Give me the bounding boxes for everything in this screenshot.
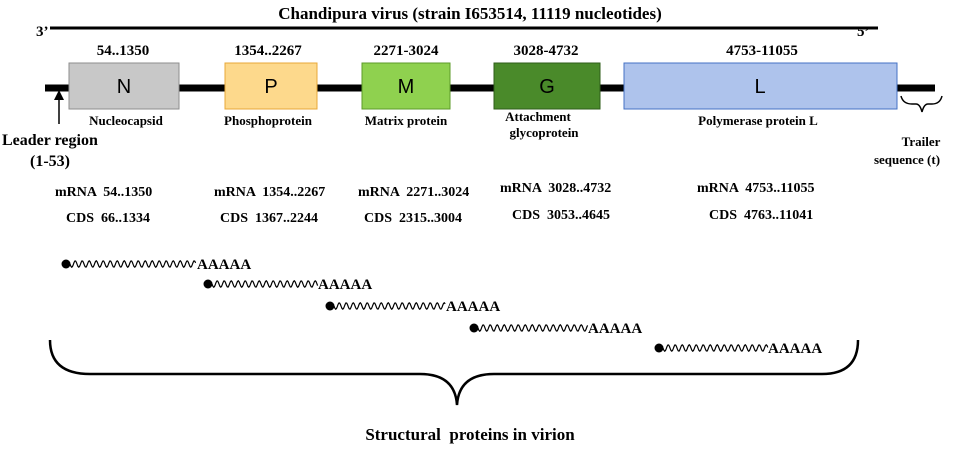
five-prime-end-label: 5’	[857, 24, 870, 40]
polya-tail: AAAAA	[768, 341, 822, 357]
transcript-g: AAAAA	[469, 321, 642, 337]
gene-range-n: 54..1350	[97, 43, 150, 59]
gene-letter-g: G	[539, 76, 555, 98]
mrna-m: mRNA 2271..3024	[358, 185, 469, 200]
protein-name-m: Matrix protein	[365, 113, 448, 128]
gene-letter-n: N	[117, 76, 131, 98]
gene-box-l	[623, 62, 898, 110]
leader-region-label: Leader region	[2, 132, 98, 149]
gene-range-g: 3028-4732	[514, 43, 579, 59]
cds-p: CDS 1367..2244	[220, 211, 318, 226]
mrna-wave	[662, 343, 769, 353]
gene-range-p: 1354..2267	[234, 43, 302, 59]
gene-box-p	[224, 62, 318, 110]
gene-letter-m: M	[398, 76, 415, 98]
protein-name-g-line1: Attachment	[505, 109, 571, 124]
polya-tail: AAAAA	[197, 257, 251, 273]
protein-name-g-line2: glycoprotein	[509, 125, 579, 140]
gene-box-n	[68, 62, 180, 110]
protein-name-n: Nucleocapsid	[89, 113, 163, 128]
transcript-m: AAAAA	[325, 299, 500, 315]
polya-tail: AAAAA	[318, 277, 372, 293]
mrna-p: mRNA 1354..2267	[214, 185, 325, 200]
mrna-wave	[477, 323, 589, 333]
cap-dot	[61, 259, 71, 269]
cap-dot	[654, 343, 664, 353]
trailer-bracket	[900, 95, 943, 113]
mrna-wave	[333, 301, 446, 311]
diagram-title: Chandipura virus (strain I653514, 11119 …	[278, 4, 662, 23]
protein-name-l: Polymerase protein L	[698, 113, 818, 128]
gene-box-g	[493, 62, 601, 110]
gene-box-m	[361, 62, 451, 110]
cds-n: CDS 66..1334	[66, 211, 150, 226]
cds-l: CDS 4763..11041	[709, 208, 813, 223]
mrna-n: mRNA 54..1350	[55, 185, 152, 200]
leader-arrow-head	[54, 90, 64, 100]
polya-tail: AAAAA	[446, 299, 500, 315]
trailer-label-line2: sequence (t)	[874, 152, 940, 167]
structural-proteins-label: Structural proteins in virion	[365, 425, 575, 444]
gene-range-m: 2271-3024	[374, 43, 439, 59]
mrna-wave	[69, 259, 197, 269]
trailer-label-line1: Trailer	[902, 134, 941, 149]
gene-range-l: 4753-11055	[726, 43, 798, 59]
protein-name-p: Phosphoprotein	[224, 113, 313, 128]
transcript-l: AAAAA	[654, 341, 822, 357]
transcript-p: AAAAA	[203, 277, 372, 293]
cap-dot	[325, 301, 335, 311]
mrna-wave	[211, 279, 319, 289]
gene-letter-p: P	[264, 76, 277, 98]
cds-g: CDS 3053..4645	[512, 208, 610, 223]
structural-proteins-brace	[48, 339, 860, 406]
gene-letter-l: L	[754, 76, 765, 98]
leader-region-range: (1-53)	[30, 153, 70, 170]
three-prime-end-label: 3’	[36, 24, 49, 40]
cap-dot	[203, 279, 213, 289]
cds-m: CDS 2315..3004	[364, 211, 462, 226]
mrna-g: mRNA 3028..4732	[500, 181, 611, 196]
cap-dot	[469, 323, 479, 333]
mrna-l: mRNA 4753..11055	[697, 181, 814, 196]
polya-tail: AAAAA	[588, 321, 642, 337]
transcript-n: AAAAA	[61, 257, 251, 273]
